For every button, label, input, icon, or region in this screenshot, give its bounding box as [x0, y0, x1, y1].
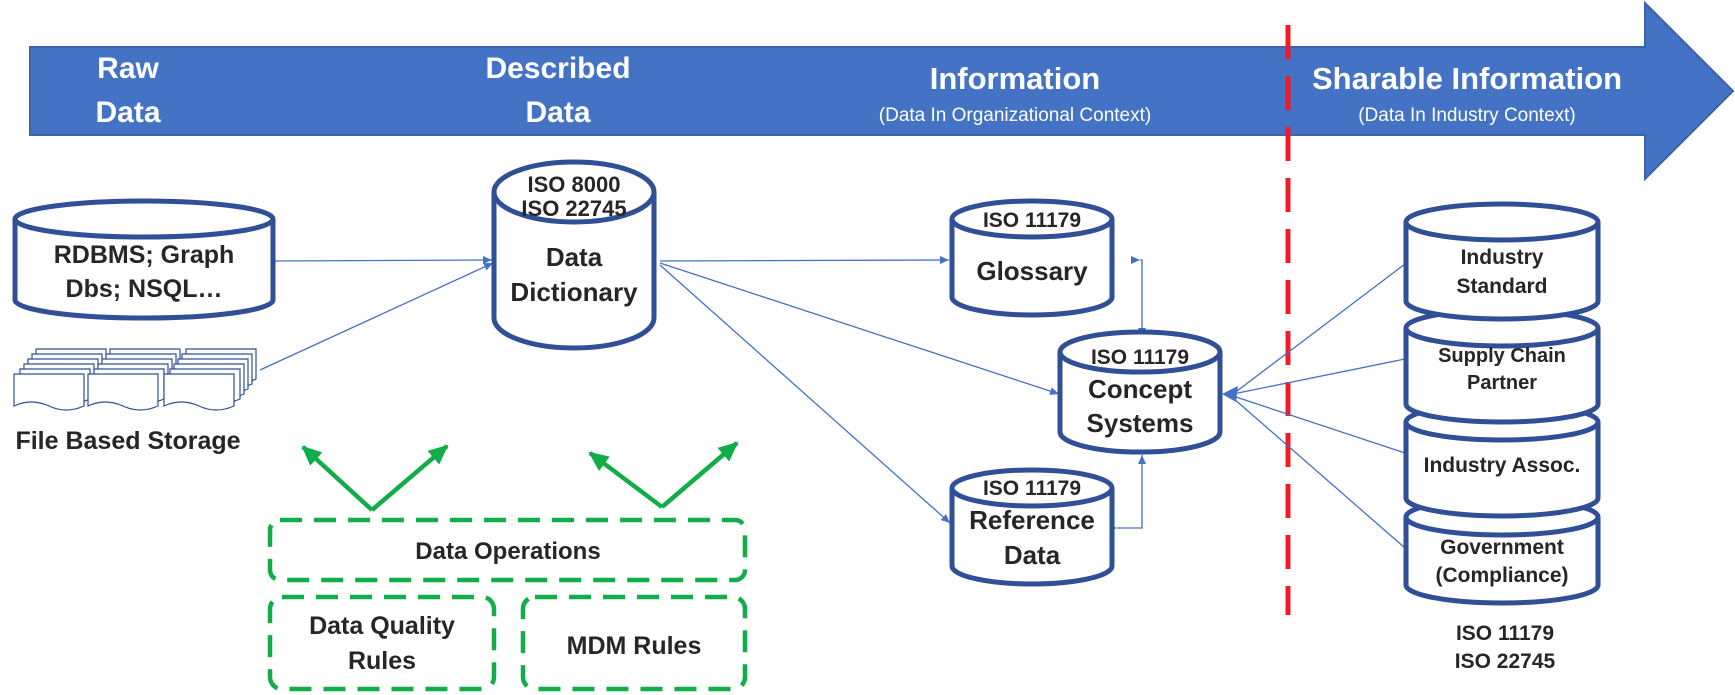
connector-concepts-government: [1232, 397, 1406, 549]
connector-reference-concepts: [1108, 455, 1146, 532]
green-v-arrow-right-a: [588, 451, 664, 509]
operations-arrows: [301, 441, 739, 512]
data-operations-label: Data Operations: [415, 538, 600, 565]
dictionary-label-line2: Dictionary: [510, 277, 638, 307]
supply-chain-database: Supply Chain Partner: [1403, 307, 1601, 425]
government-label-line2: (Compliance): [1435, 564, 1568, 587]
green-v-arrow-left-b: [370, 444, 449, 512]
data-dictionary-database: ISO 8000 ISO 22745 Data Dictionary: [491, 159, 657, 351]
concept-systems-label-line2: Systems: [1087, 408, 1194, 438]
industry-standards-line1: ISO 11179: [1456, 622, 1554, 645]
stage-raw-line2: Data: [95, 96, 160, 129]
dictionary-std-1: ISO 8000: [528, 172, 621, 197]
maturity-band-arrow: [29, 0, 1735, 182]
industry-standard-database: Industry Standard: [1403, 201, 1601, 322]
rdbms-label-line2: Dbs; NSQL…: [66, 275, 223, 303]
government-label-line1: Government: [1440, 536, 1564, 559]
connector-files-to-dictionary: [259, 262, 494, 371]
industry-standards-line2: ISO 22745: [1455, 650, 1556, 673]
file-storage-icon: [13, 348, 257, 411]
industry-assoc-label: Industry Assoc.: [1424, 454, 1581, 477]
concept-systems-database: ISO 11179 Concept Systems: [1057, 329, 1223, 455]
concept-systems-label-line1: Concept: [1088, 374, 1192, 404]
connector-concepts-industry-standard: [1232, 263, 1406, 395]
dictionary-std-2: ISO 22745: [521, 196, 626, 221]
concept-systems-std: ISO 11179: [1091, 346, 1189, 369]
rdbms-label-line1: RDBMS; Graph: [54, 241, 235, 269]
stage-described-line1: Described: [485, 52, 630, 85]
stage-information-title: Information: [930, 61, 1101, 96]
reference-data-database: ISO 11179 Reference Data: [949, 467, 1115, 587]
rdbms-database: RDBMS; Graph Dbs; NSQL…: [12, 198, 276, 321]
glossary-database: ISO 11179 Glossary: [949, 198, 1115, 318]
green-v-arrow-left-a: [301, 445, 374, 512]
reference-data-label-line2: Data: [1004, 540, 1061, 570]
data-quality-label-line1: Data Quality: [309, 612, 455, 640]
connector-rdbms-to-dictionary: [269, 256, 493, 265]
data-quality-box: Data Quality Rules: [267, 594, 497, 692]
connector-dictionary-to-concepts: [659, 262, 1060, 395]
supply-chain-label-line2: Partner: [1467, 372, 1537, 394]
data-operations-box: Data Operations: [267, 517, 748, 583]
reference-data-std: ISO 11179: [983, 477, 1081, 500]
stage-raw-line1: Raw: [97, 52, 159, 85]
stage-described-line2: Data: [525, 96, 590, 129]
stage-sharable-title: Sharable Information: [1312, 61, 1622, 96]
connector-glossary-concepts: [1131, 256, 1146, 337]
glossary-label: Glossary: [976, 256, 1088, 286]
connector-concepts-industry-assoc: [1232, 395, 1406, 454]
stage-information-subtitle: (Data In Organizational Context): [879, 105, 1151, 126]
file-storage-label: File Based Storage: [15, 427, 240, 455]
connector-dictionary-to-glossary: [659, 256, 950, 265]
file-stack-3: [163, 348, 257, 411]
connector-hub-arrowhead: [1222, 386, 1238, 402]
reference-data-label-line1: Reference: [969, 505, 1095, 535]
file-stack-2: [87, 348, 181, 411]
supply-chain-label-line1: Supply Chain: [1438, 345, 1566, 367]
connector-dictionary-to-reference: [659, 264, 951, 524]
stage-sharable-subtitle: (Data In Industry Context): [1358, 105, 1576, 126]
mdm-rules-box: MDM Rules: [520, 594, 748, 692]
dictionary-label-line1: Data: [546, 242, 603, 272]
industry-standard-label-line2: Standard: [1456, 275, 1547, 298]
government-database: Government (Compliance): [1403, 496, 1601, 606]
connector-concepts-supply-chain: [1232, 358, 1406, 395]
industry-stack: Government (Compliance) Industry Assoc. …: [1403, 201, 1601, 606]
glossary-std: ISO 11179: [983, 209, 1081, 232]
green-v-arrow-right-b: [660, 441, 739, 509]
mdm-rules-label: MDM Rules: [567, 632, 702, 660]
data-quality-label-line2: Rules: [348, 647, 416, 675]
connectors: [259, 256, 1406, 549]
industry-standard-label-line1: Industry: [1461, 246, 1544, 269]
